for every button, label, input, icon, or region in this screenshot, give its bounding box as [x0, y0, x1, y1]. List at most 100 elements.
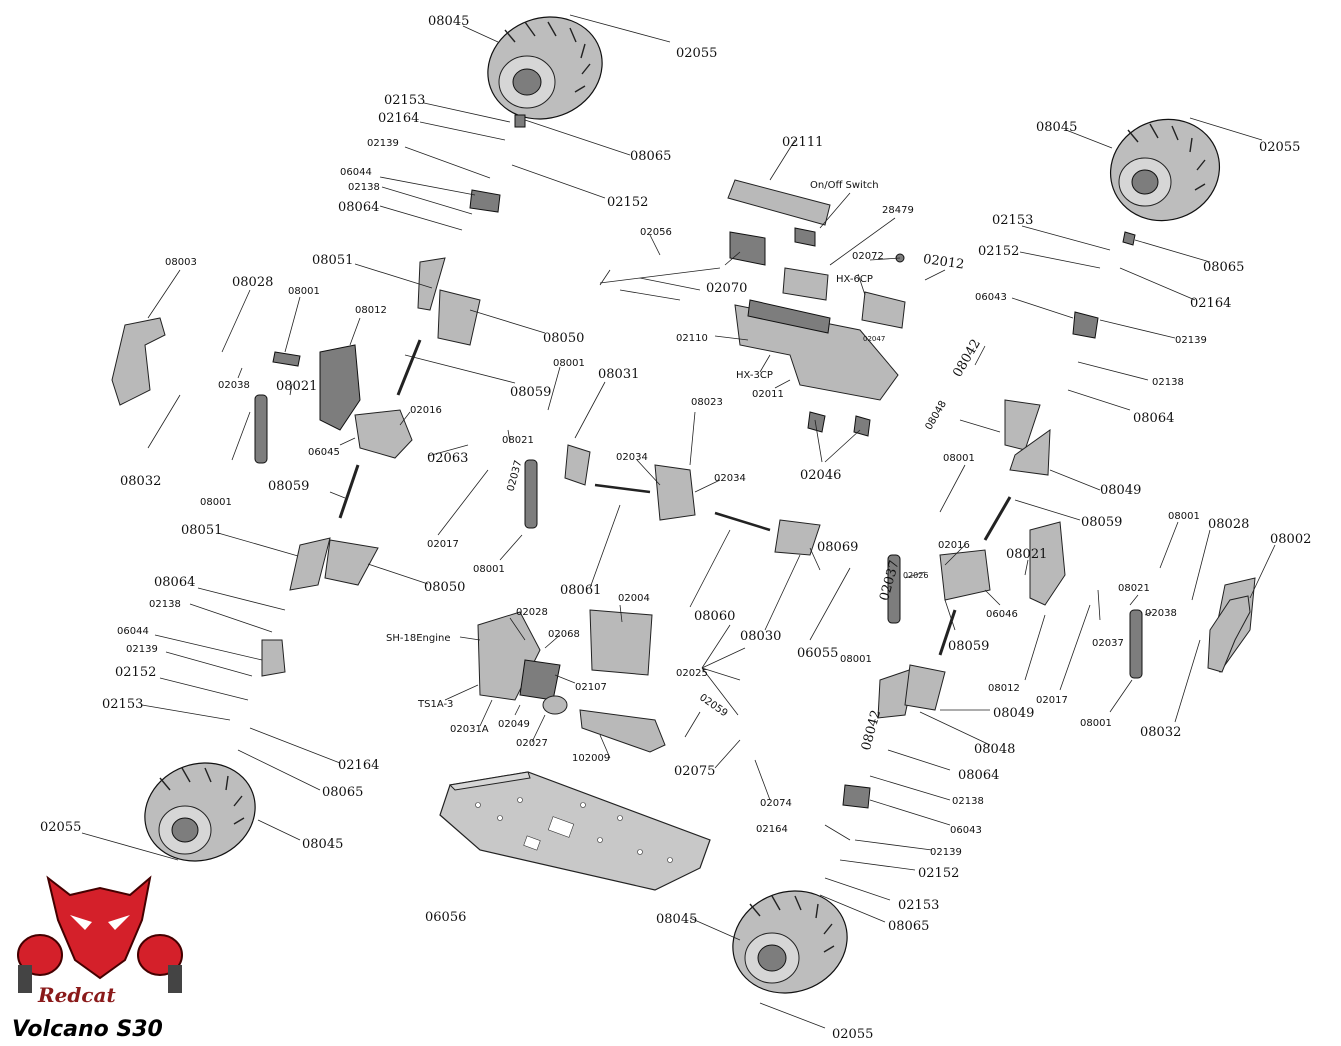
- label-02139-tr: 02139: [1175, 335, 1207, 346]
- label-ts1a3: TS1A-3: [417, 699, 453, 710]
- label-02016-l: 02016: [410, 405, 442, 416]
- label-08050-bl: 08050: [424, 580, 465, 595]
- engine-assembly: [477, 609, 666, 753]
- label-02153-tl: 02153: [384, 93, 425, 108]
- center-drivetrain: [524, 444, 821, 556]
- label-08028-r: 08028: [1208, 517, 1249, 532]
- label-08042-br: 08042: [859, 708, 884, 752]
- label-08028-l: 08028: [232, 275, 273, 290]
- label-08003: 08003: [165, 257, 197, 268]
- label-08032-l: 08032: [120, 474, 161, 489]
- label-08059-b: 08059: [268, 479, 309, 494]
- label-08045-br: 08045: [656, 912, 697, 927]
- label-08051-bl: 08051: [181, 523, 222, 538]
- label-02063: 02063: [427, 451, 468, 466]
- label-08023: 08023: [691, 397, 723, 408]
- rear-right-suspension: [842, 231, 1256, 809]
- label-02153-bl: 02153: [102, 697, 143, 712]
- label-02164-tl: 02164: [378, 111, 419, 126]
- label-08061: 08061: [560, 583, 601, 598]
- label-02138-bl: 02138: [149, 599, 181, 610]
- label-08021-fr: 08021: [1118, 583, 1150, 594]
- label-02153-br: 02153: [898, 898, 939, 913]
- label-08064-bl: 08064: [154, 575, 195, 590]
- label-02111: 02111: [782, 135, 823, 150]
- brand-name: Redcat: [37, 983, 116, 1007]
- label-02011: 02011: [752, 389, 784, 400]
- label-28479: 28479: [882, 205, 914, 216]
- label-02110: 02110: [676, 333, 708, 344]
- label-sh18-engine: SH-18Engine: [386, 633, 450, 644]
- label-02138-br: 02138: [952, 796, 984, 807]
- label-08064-tr: 08064: [1133, 411, 1174, 426]
- label-02004: 02004: [618, 593, 650, 604]
- label-02034-a: 02034: [616, 452, 648, 463]
- chassis-plate: [439, 771, 711, 891]
- leader-lines: [81, 14, 1276, 1029]
- label-02027: 02027: [516, 738, 548, 749]
- label-102009: 102009: [572, 753, 610, 764]
- label-06056: 06056: [425, 910, 466, 925]
- label-08001-c: 08001: [200, 497, 232, 508]
- label-06044-bl: 06044: [117, 626, 149, 637]
- label-08021-m: 08021: [502, 435, 534, 446]
- label-02031a: 02031A: [450, 724, 489, 735]
- label-02164-br: 02164: [756, 824, 788, 835]
- label-02017-l: 02017: [427, 539, 459, 550]
- label-08064-br: 08064: [958, 768, 999, 783]
- label-08001-b: 08001: [553, 358, 585, 369]
- label-02026: 02026: [903, 571, 928, 580]
- label-02038-r: 02038: [1145, 608, 1177, 619]
- label-08001-fr: 08001: [1168, 511, 1200, 522]
- label-02153-tr: 02153: [992, 213, 1033, 228]
- label-02037-m: 02037: [506, 459, 525, 493]
- label-02055-tl: 02055: [676, 46, 717, 61]
- label-08049-br: 08049: [993, 706, 1034, 721]
- label-08001-r2: 08001: [840, 654, 872, 665]
- label-06043-tr: 06043: [975, 292, 1007, 303]
- label-02055-tr: 02055: [1259, 140, 1300, 155]
- label-08069: 08069: [817, 540, 858, 555]
- label-02037-fr: 02037: [1092, 638, 1124, 649]
- label-02046: 02046: [800, 468, 841, 483]
- wheel-front-right: [1109, 118, 1221, 222]
- label-08060: 08060: [694, 609, 735, 624]
- label-02016-r: 02016: [938, 540, 970, 551]
- label-06055: 06055: [797, 646, 838, 661]
- front-left-suspension: [111, 114, 526, 677]
- label-hx6cp: HX-6CP: [836, 274, 873, 285]
- label-08065-tr: 08065: [1203, 260, 1244, 275]
- label-08031: 08031: [598, 367, 639, 382]
- label-02025: 02025: [676, 668, 708, 679]
- label-hx3cp: HX-3CP: [736, 370, 773, 381]
- label-02028: 02028: [516, 607, 548, 618]
- label-06043-br: 06043: [950, 825, 982, 836]
- label-08001-a: 08001: [288, 286, 320, 297]
- label-08051-tl: 08051: [312, 253, 353, 268]
- label-02138-tr: 02138: [1152, 377, 1184, 388]
- label-06044-tl: 06044: [340, 167, 372, 178]
- wheel-front-left: [487, 16, 603, 120]
- label-08021-l: 08021: [276, 379, 317, 394]
- label-08065-tl: 08065: [630, 149, 671, 164]
- label-08030: 08030: [740, 629, 781, 644]
- label-08049-tr: 08049: [1100, 483, 1141, 498]
- label-02017-r: 02017: [1036, 695, 1068, 706]
- label-02055-br: 02055: [832, 1027, 873, 1042]
- label-08012-l: 08012: [355, 305, 387, 316]
- label-08065-br: 08065: [888, 919, 929, 934]
- label-08045-tr: 08045: [1036, 120, 1077, 135]
- wheels: [144, 16, 1221, 994]
- redcat-logo: Redcat Volcano S30: [12, 875, 183, 1042]
- label-06046: 06046: [986, 609, 1018, 620]
- label-onoff-switch: On/Off Switch: [810, 180, 879, 191]
- label-08048-tr: 08048: [924, 399, 949, 432]
- label-02070: 02070: [706, 281, 747, 296]
- label-02152-br: 02152: [918, 866, 959, 881]
- label-08059-r2: 08059: [948, 639, 989, 654]
- label-02072: 02072: [852, 251, 884, 262]
- label-02107: 02107: [575, 682, 607, 693]
- label-02164-bl: 02164: [338, 758, 379, 773]
